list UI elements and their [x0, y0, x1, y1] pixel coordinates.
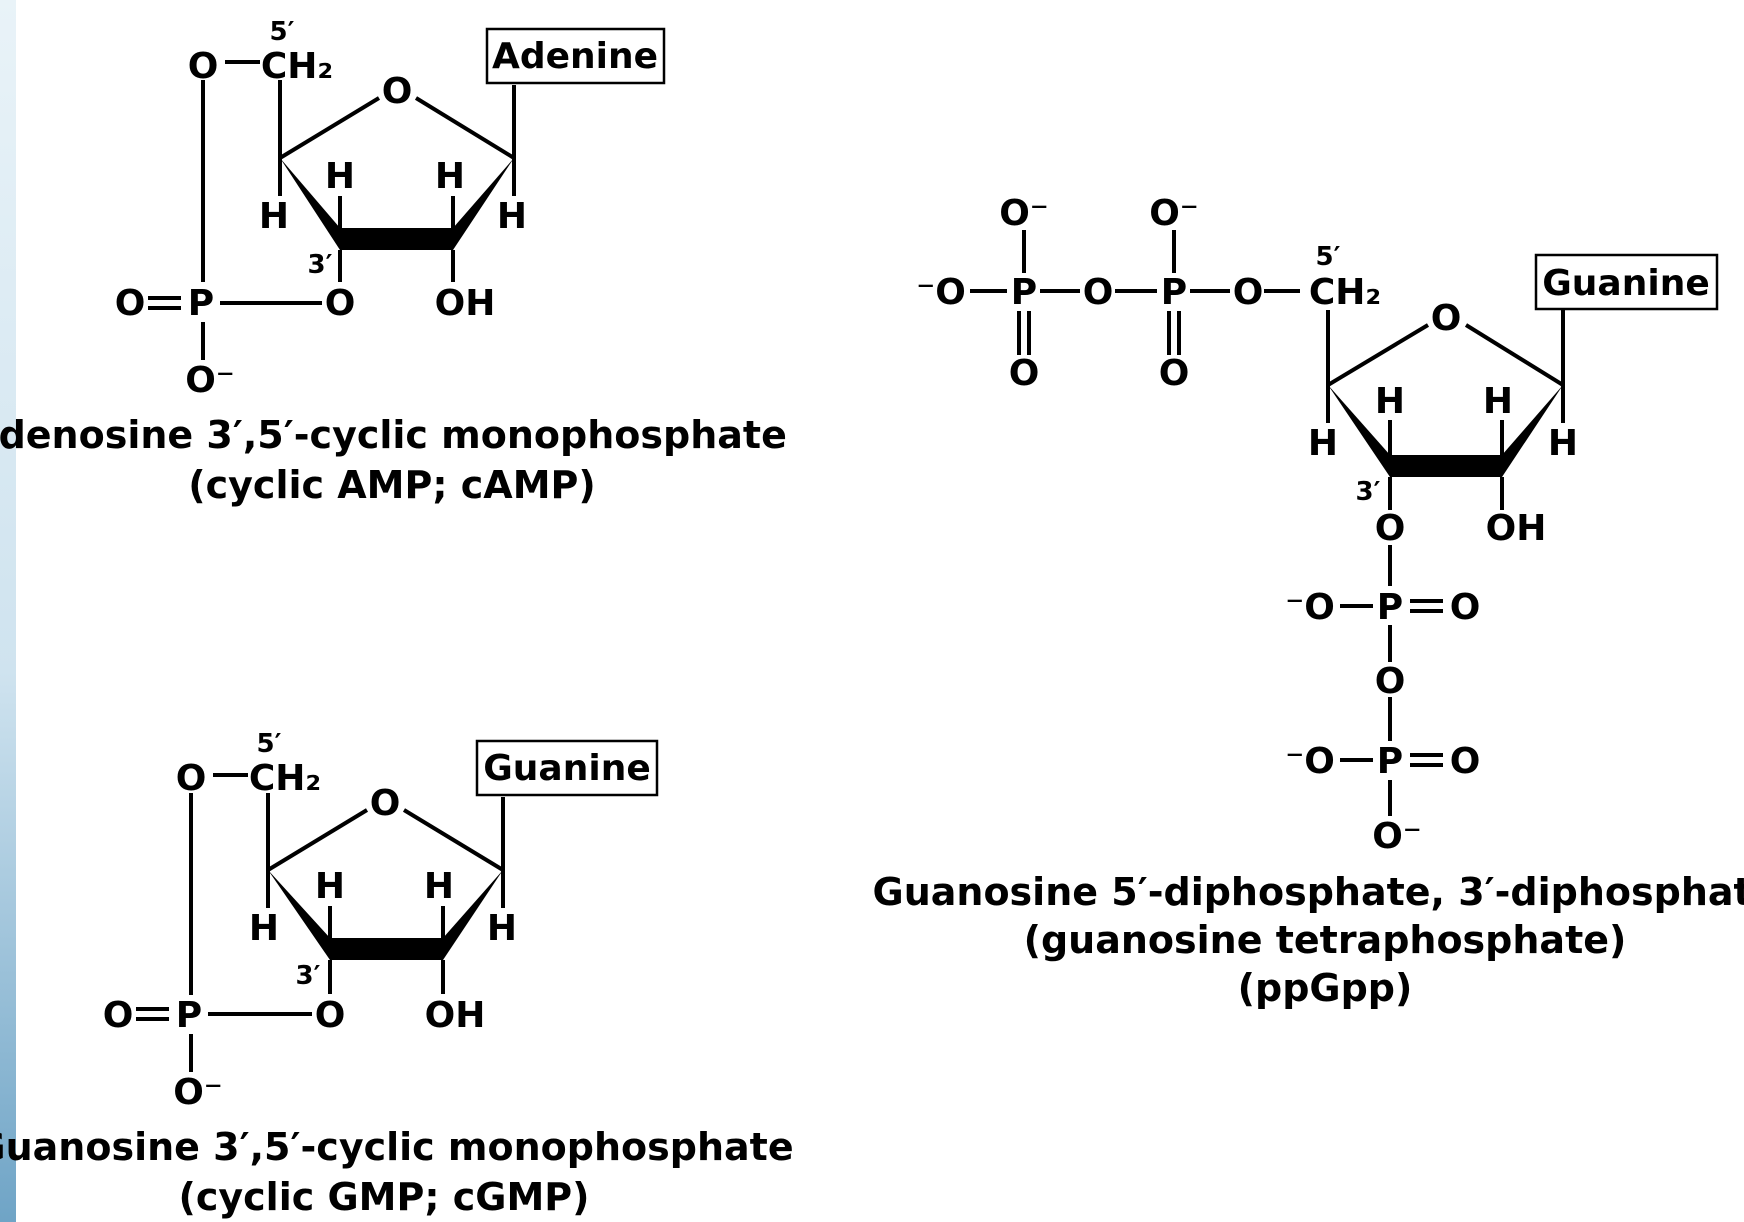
cgmp-o-minus: O⁻ — [173, 1072, 223, 1113]
ppgpp-minus-o: ⁻O — [1285, 741, 1335, 782]
cgmp-5prime-label: 5′ — [257, 729, 282, 759]
ppgpp-h-label: H — [1375, 381, 1405, 422]
ppgpp-h-label: H — [1308, 423, 1338, 464]
ppgpp-oh-label: OH — [1486, 508, 1547, 549]
cgmp-caption-line1: Guanosine 3′,5′-cyclic monophosphate — [0, 1125, 794, 1169]
ppgpp-o-atom: O — [1450, 741, 1481, 782]
cgmp-o-atom: O — [176, 758, 207, 799]
ppgpp-base-box — [1534, 253, 1719, 311]
cgmp-h-label: H — [249, 908, 279, 949]
ppgpp-p-atom: P — [1161, 272, 1187, 313]
camp-base-box — [485, 27, 666, 85]
cgmp-base-box — [475, 739, 659, 797]
ppgpp-h-label: H — [1548, 423, 1578, 464]
camp-o-atom: O — [188, 46, 219, 87]
cgmp-p-atom: P — [176, 995, 202, 1036]
ppgpp-o-atom: O — [1009, 353, 1040, 394]
camp-oh-label: OH — [435, 283, 496, 324]
ppgpp-o-minus: O⁻ — [1372, 816, 1422, 857]
camp-p-atom: P — [188, 283, 214, 324]
cgmp-oh-label: OH — [425, 995, 486, 1036]
ppgpp-h-label: H — [1483, 381, 1513, 422]
ppgpp-5prime-label: 5′ — [1316, 242, 1341, 272]
ppgpp-o-minus: O⁻ — [1149, 193, 1199, 234]
ppgpp-3prime-label: 3′ — [1356, 477, 1381, 507]
camp-caption-line2: (cyclic AMP; cAMP) — [188, 463, 595, 507]
ppgpp-o-atom: O — [1083, 272, 1114, 313]
camp-caption-line1: Adenosine 3′,5′-cyclic monophosphate — [0, 413, 787, 457]
ppgpp-o-atom: O — [1450, 587, 1481, 628]
cgmp-3prime-label: 3′ — [296, 961, 321, 991]
camp-5prime-label: 5′ — [270, 17, 295, 47]
cgmp-ch2-label: CH₂ — [249, 758, 321, 799]
cgmp-o-atom: O — [103, 995, 134, 1036]
camp-h-label: H — [259, 196, 289, 237]
ppgpp-o-atom: O — [1159, 353, 1190, 394]
ppgpp-p-atom: P — [1377, 587, 1403, 628]
cgmp-h-label: H — [315, 866, 345, 907]
ppgpp-caption-line1: Guanosine 5′-diphosphate, 3′-diphosphate — [873, 870, 1744, 914]
cgmp-base-label: Guanine — [483, 748, 650, 789]
camp-o-minus: O⁻ — [185, 360, 235, 401]
ppgpp-ring-o: O — [1431, 298, 1462, 339]
camp-base-label: Adenine — [492, 36, 658, 77]
ppgpp-o-atom: O — [1233, 272, 1264, 313]
ppgpp-ch2-label: CH₂ — [1309, 272, 1381, 313]
ppgpp-base-label: Guanine — [1542, 263, 1709, 304]
camp-ring-o: O — [382, 71, 413, 112]
ppgpp-p-atom: P — [1011, 272, 1037, 313]
ppgpp-minus-o: ⁻O — [916, 272, 966, 313]
ppgpp-o-atom: O — [1375, 661, 1406, 702]
camp-h-label: H — [325, 156, 355, 197]
cgmp-ring-o: O — [370, 783, 401, 824]
ppgpp-3prime-o: O — [1375, 508, 1406, 549]
ppgpp-minus-o: ⁻O — [1285, 587, 1335, 628]
cgmp-structure: 5′ O CH₂ O H H H H 3′ O P O OH O⁻ Guanin… — [0, 729, 794, 1219]
cgmp-h-label: H — [424, 866, 454, 907]
cgmp-h-label: H — [487, 908, 517, 949]
ppgpp-caption-line3: (ppGpp) — [1238, 966, 1413, 1010]
ppgpp-caption-line2: (guanosine tetraphosphate) — [1024, 918, 1627, 962]
camp-3prime-label: 3′ — [308, 250, 333, 280]
cgmp-caption-line2: (cyclic GMP; cGMP) — [178, 1175, 589, 1219]
camp-ch2-label: CH₂ — [261, 46, 333, 87]
left-edge-decoration — [0, 0, 16, 1222]
camp-structure: 5′ O CH₂ O H H H H 3′ O P O OH O⁻ Adenin… — [0, 17, 787, 507]
ppgpp-o-minus: O⁻ — [999, 193, 1049, 234]
cgmp-3prime-o: O — [315, 995, 346, 1036]
ppgpp-structure: O⁻ O⁻ ⁻O P O P O O O 5′ CH₂ O H H H H 3′… — [873, 193, 1744, 1010]
camp-3prime-o: O — [325, 283, 356, 324]
camp-h-label: H — [435, 156, 465, 197]
camp-o-atom: O — [115, 283, 146, 324]
ppgpp-p-atom: P — [1377, 741, 1403, 782]
camp-h-label: H — [497, 196, 527, 237]
